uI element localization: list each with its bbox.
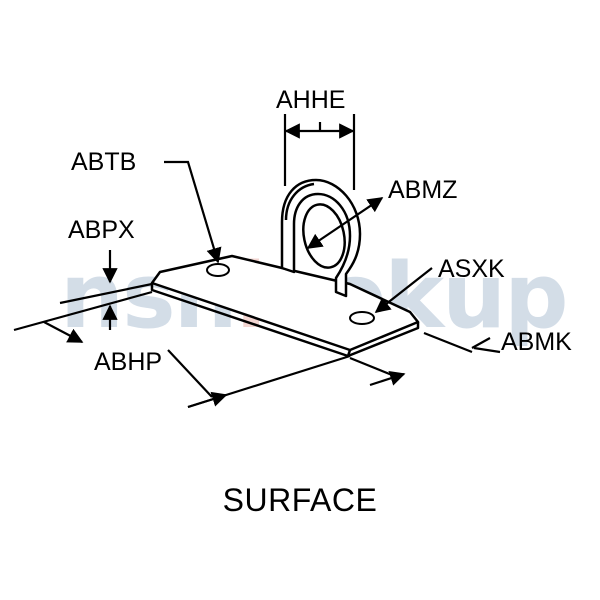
label-abhp: ABHP <box>94 348 163 376</box>
mounting-plate <box>150 254 420 358</box>
hole-left <box>206 263 230 277</box>
label-abmk: ABMK <box>501 328 572 356</box>
hole-right <box>349 311 375 325</box>
label-asxk: ASXK <box>438 255 505 283</box>
figure-caption: SURFACE <box>222 482 378 518</box>
label-abtb: ABTB <box>71 148 137 176</box>
leader-lines <box>13 114 501 409</box>
label-abpx: ABPX <box>68 216 135 244</box>
label-abmz: ABMZ <box>388 176 458 204</box>
mounting-holes <box>206 263 375 325</box>
label-ahhe: AHHE <box>276 86 346 114</box>
